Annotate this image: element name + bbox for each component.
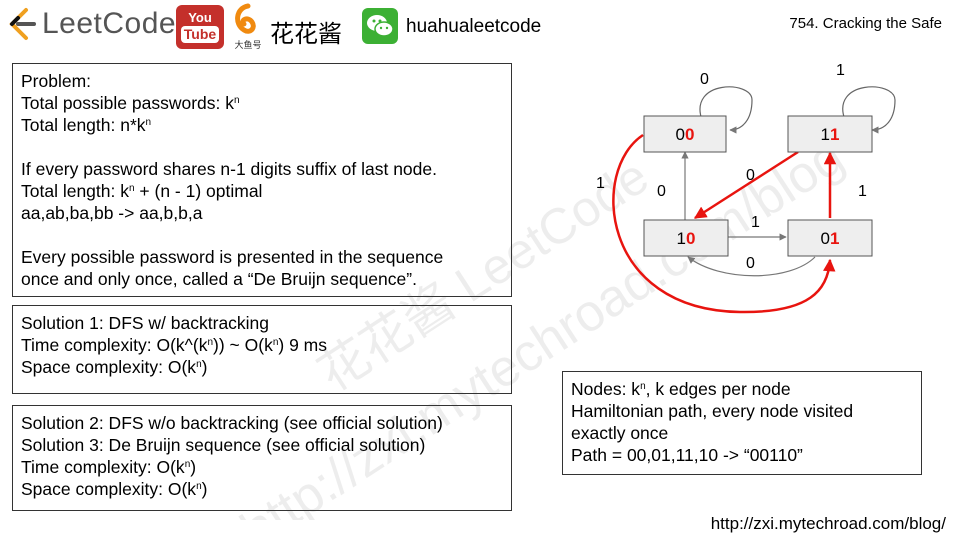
dayu-fish-icon [235,3,256,34]
sol2-line4: Space complexity: O(kn) [21,479,208,499]
wechat-id: huahualeetcode [406,16,542,37]
node-10: 10 [643,219,729,257]
node-01: 01 [787,219,873,257]
label-10-00: 0 [657,183,666,200]
channel-name: 花花酱 [270,21,342,48]
edge-self-11 [842,86,896,134]
header: LeetCode You Tube 大鱼号 花花酱 huahualeetcode… [0,0,960,56]
problem-line2: Total length: n*kn [21,115,152,135]
nodes-line1: Nodes: kn, k edges per node [571,379,791,399]
nodes-line2: Hamiltonian path, every node visited [571,401,854,421]
sol2-line3: Time complexity: O(kn) [21,457,197,477]
sol2-line1: Solution 2: DFS w/o backtracking (see of… [21,413,443,433]
youtube-top: You [188,10,212,25]
problem-line7: once and only once, called a “De Bruijn … [21,269,417,289]
youtube-bottom: Tube [180,26,220,43]
nodes-line4: Path = 00,01,11,10 -> “00110” [571,445,803,465]
sol1-line3: Space complexity: O(kn) [21,357,208,377]
edge-01-10 [687,256,816,277]
nodes-box: Nodes: kn, k edges per node Hamiltonian … [562,371,922,475]
label-11-10: 0 [746,167,755,184]
dayu-label: 大鱼号 [234,40,262,50]
problem-line4: Total length: kn + (n - 1) optimal [21,181,263,201]
problem-line1: Total possible passwords: kn [21,93,240,113]
svg-text:10: 10 [677,229,696,248]
label-self-00: 0 [700,71,709,88]
label-self-11: 1 [836,62,845,79]
problem-line6: Every possible password is presented in … [21,247,444,267]
footer-url[interactable]: http://zxi.mytechroad.com/blog/ [710,514,946,533]
problem-line5: aa,ab,ba,bb -> aa,b,b,a [21,203,203,223]
label-01-10: 0 [746,255,755,272]
sol1-line1: Solution 1: DFS w/ backtracking [21,313,270,333]
de-bruijn-graph: 0 1 1 0 0 1 1 0 00 11 10 01 [596,62,896,314]
edge-self-00 [699,86,753,134]
wechat-icon [362,8,398,44]
sol1-line2: Time complexity: O(k^(kn)) ~ O(kn) 9 ms [21,335,328,355]
leetcode-logo-text: LeetCode [42,7,177,40]
label-10-01: 1 [751,214,760,231]
leetcode-logo: LeetCode [6,6,176,42]
svg-text:00: 00 [676,125,695,144]
edge-11-10-red [693,150,799,220]
nodes-line3: exactly once [571,423,669,443]
solution1-box: Solution 1: DFS w/ backtracking Time com… [12,305,512,394]
svg-text:11: 11 [821,125,840,144]
svg-text:01: 01 [821,229,840,248]
label-00-01: 1 [596,175,605,192]
youtube-icon: You Tube [176,5,224,49]
problem-heading: Problem: [21,71,92,91]
edge-00-01-red [612,133,836,314]
solution2-box: Solution 2: DFS w/o backtracking (see of… [12,405,512,511]
problem-title: 754. Cracking the Safe [789,15,942,32]
node-00: 00 [643,115,727,153]
sol2-line2: Solution 3: De Bruijn sequence (see offi… [21,435,426,455]
leetcode-icon [9,8,36,40]
problem-box: Problem: Total possible passwords: kn To… [12,63,512,297]
label-01-11: 1 [858,183,867,200]
problem-line3: If every password shares n-1 digits suff… [21,159,437,179]
node-11: 11 [787,115,873,153]
